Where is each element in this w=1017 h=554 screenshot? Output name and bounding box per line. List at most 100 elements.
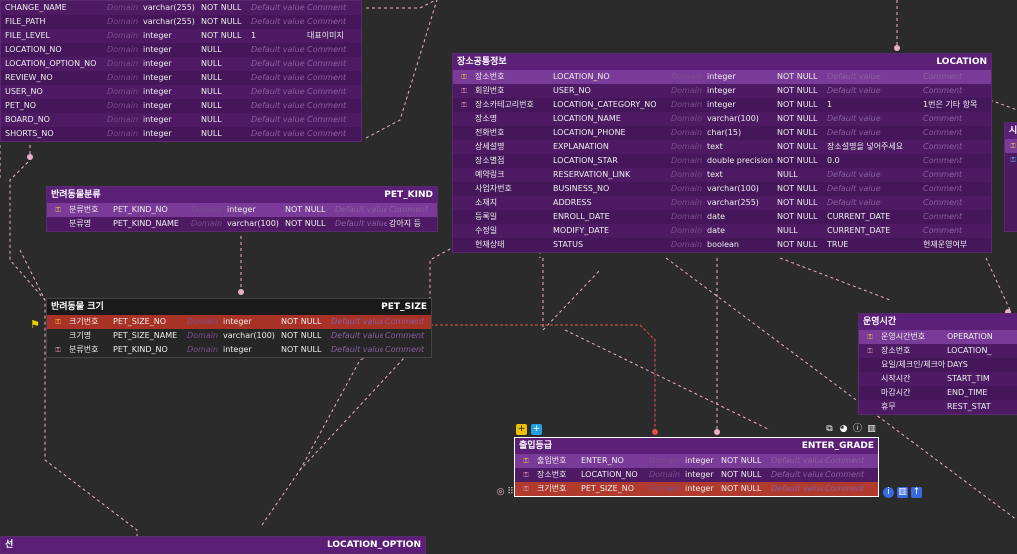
column-domain: Domain [671,212,703,221]
column-default: 1 [251,31,257,40]
column-comment: Comment [385,331,425,340]
column-default: Default value [827,72,881,81]
column-domain: Domain [107,115,139,124]
table-partial-right[interactable]: 시 ⚿ ⚿ [1004,122,1017,232]
relation-endpoint [714,429,720,435]
column-name: DAYS [947,360,968,369]
table-location-option[interactable]: 선 LOCATION_OPTION [0,536,426,554]
add-table-icon[interactable]: + [531,424,542,435]
table-header[interactable]: 운영시간 [859,314,1017,330]
column-name: BUSINESS_NO [553,184,610,193]
add-column-icon[interactable]: + [516,424,527,435]
table-title-ko: 출입등급 [519,441,553,451]
column-name: USER_NO [553,86,591,95]
table-header[interactable]: 시 [1005,123,1017,139]
table-header[interactable]: 선 LOCATION_OPTION [1,537,425,553]
column-name: PET_KIND_NO [113,345,168,354]
table-row[interactable]: ⚿ [1005,153,1017,167]
column-delete-icon[interactable]: ▥ [897,487,908,498]
blank-icon [453,238,473,252]
column-null: NOT NULL [721,484,762,493]
column-name-ko: 장소번호 [475,72,505,81]
relation-line [366,0,437,9]
column-null: NOT NULL [281,345,322,354]
column-domain: Domain [187,317,219,326]
copy-icon[interactable]: ⧉ [826,424,833,434]
column-default: Default value [827,86,881,95]
column-move-up-icon[interactable]: ↑ [911,487,922,498]
table-row[interactable]: ⚿ [1005,139,1017,153]
column-null: NULL [201,73,222,82]
column-domain: Domain [649,456,681,465]
column-null: NOT NULL [281,317,322,326]
relation-handle-icon[interactable]: ◎ [496,487,505,497]
table-title-en: LOCATION [936,57,987,67]
table-header[interactable]: 반려동물 크기 PET_SIZE [47,299,431,315]
table-header[interactable]: 장소공통정보 LOCATION [453,54,991,70]
table-header[interactable]: 출입등급 ENTER_GRADE [515,438,878,454]
column-info-icon[interactable]: i [883,487,894,498]
palette-icon[interactable]: ◕ [839,424,848,434]
foreign-key-icon: ⚿ [523,485,529,493]
column-domain: Domain [671,184,703,193]
info-icon[interactable]: ⓘ [852,424,862,434]
column-null: NULL [201,101,222,110]
column-name: RESERVATION_LINK [553,170,631,179]
column-domain: Domain [671,128,703,137]
column-name-ko: 크기번호 [537,484,567,493]
trash-icon[interactable]: ▥ [867,424,876,434]
column-domain: Domain [107,73,139,82]
table-header[interactable]: 반려동물분류 PET_KIND [47,187,437,203]
foreign-key-icon: ⚿ [55,346,61,354]
relation-line [779,257,891,301]
column-type: integer [143,115,172,124]
column-name: SHORTS_NO [5,129,54,138]
column-domain: Domain [649,470,681,479]
column-comment: Comment [825,456,865,465]
table-row[interactable]: 요일/체크인/체크아웃DAYS [859,358,1017,372]
drag-handle-icon[interactable]: ⠿ [507,487,514,497]
